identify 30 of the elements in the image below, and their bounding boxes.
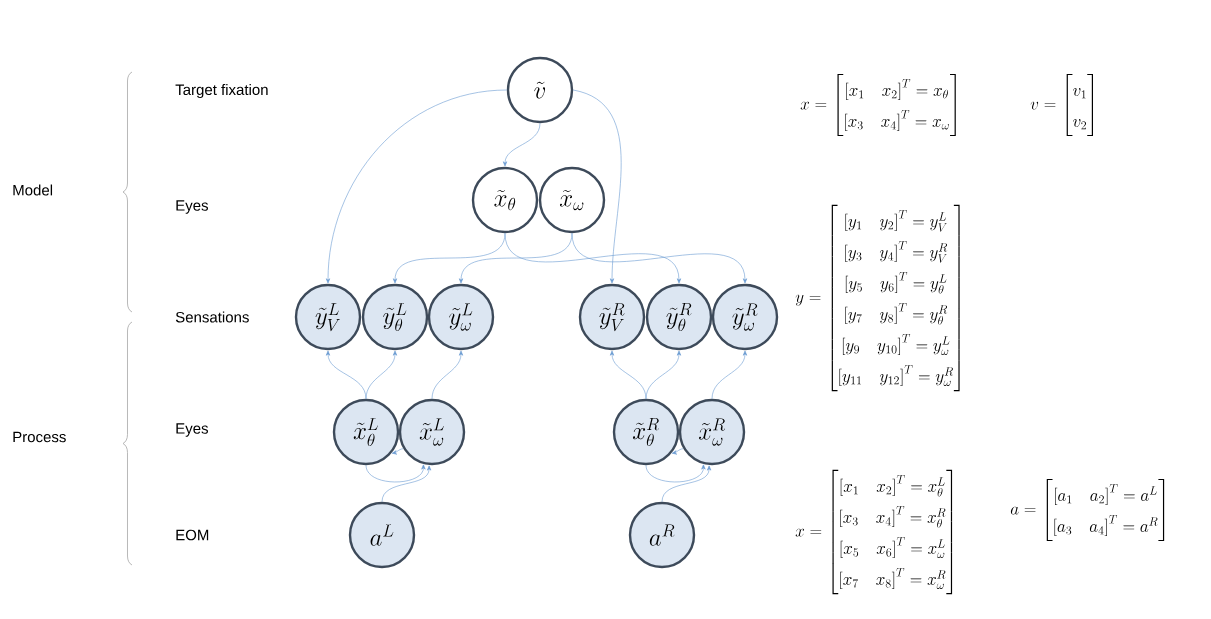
equation: $x=\begin{bmatrix}\left[x_1\quad x_2\right]^T=x^L_\theta\\ \left[x_3\quad x_4\right]^T=x^R_\theta\\ \left[x_5\quad x_6\right]^T=x^L_\omega\\ \left[x_7\quad x_8\right]^T=x^R_\omega\end{bmatrix}$	[795, 469, 953, 595]
row-label: Eyes	[176, 200, 208, 214]
arrow	[502, 122, 541, 167]
equation: $y=\begin{bmatrix}\left[y_1\quad y_2\right]^T=y^L_V\\ \left[y_3\quad y_4\right]^T=y^R_V\\ \left[y_5\quad y_6\right]^T=y^L_\theta\\ \left[y_7\quad y_8\right]^T=y^R_\theta\\ \left[y_9\quad y_{10}\right]^T=y^L_\omega\\ \left[y_{11}\quad y_{12}\right]^T=y^R_\omega\end{bmatrix}$	[795, 204, 960, 392]
equation: $v=\begin{bmatrix}v_1\\ v_2\end{bmatrix}$	[1030, 73, 1093, 137]
arrow	[609, 350, 647, 400]
equation: $x=\begin{bmatrix}\left[x_1\quad x_2\right]^T=x_\theta\\ \left[x_3\quad x_4\right]^T=x_\omega\end{bmatrix}$	[800, 73, 956, 137]
arrow	[504, 232, 682, 284]
row-label: Eyes	[176, 423, 208, 437]
arrow	[572, 89, 622, 284]
row-label: Model	[13, 184, 53, 196]
arrow	[711, 350, 748, 400]
arrow	[381, 465, 432, 503]
arrow	[671, 448, 684, 455]
row-label: Target fixation	[175, 84, 268, 98]
row-label: Sensations	[175, 311, 249, 323]
arrow	[645, 350, 682, 400]
row-label: Process	[13, 431, 66, 443]
arrow	[645, 464, 706, 483]
row-label: EOM	[176, 529, 209, 541]
arrow	[391, 448, 404, 455]
arrow	[365, 350, 398, 400]
arrow	[431, 350, 464, 400]
arrow	[571, 232, 748, 284]
arrow	[325, 350, 367, 400]
arrow	[458, 232, 573, 284]
arrow	[661, 465, 712, 503]
equation: $a=\begin{bmatrix}\left[a_1\quad a_2\right]^T=a^L\\ \left[a_3\quad a_4\right]^T=a^R\end{bmatrix}$	[1010, 478, 1165, 542]
arrow	[365, 464, 426, 483]
arrow	[325, 89, 508, 284]
